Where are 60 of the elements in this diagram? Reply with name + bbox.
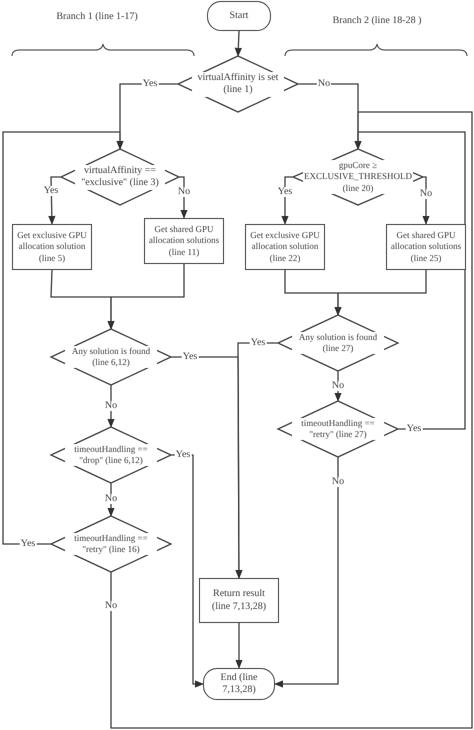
branch-label: Branch 1 (line 1-17) bbox=[55, 10, 139, 23]
decision-diamond bbox=[51, 329, 171, 385]
process-box bbox=[12, 224, 92, 270]
arrow bbox=[235, 623, 243, 669]
edge-label: Yes bbox=[276, 187, 294, 197]
edge-label: No bbox=[330, 381, 346, 391]
edge-label: Yes bbox=[406, 424, 422, 434]
node-text: Start bbox=[230, 10, 248, 22]
decision-diamond bbox=[51, 427, 171, 483]
node-text: timeoutHandling == "retry" (line 16) bbox=[65, 532, 157, 556]
arrow bbox=[422, 176, 430, 225]
process-box bbox=[386, 224, 466, 270]
decision-diamond bbox=[51, 516, 171, 572]
node-text: gpuCore ≥ EXCLUSIVE_THRESHOLD (line 20) bbox=[303, 160, 413, 194]
arrow bbox=[179, 176, 188, 219]
edge-label: Yes bbox=[250, 338, 266, 348]
node-text: Any solution is found (line 27) bbox=[292, 332, 384, 354]
edge-label: Yes bbox=[182, 352, 198, 362]
node-text: Get shared GPU allocation solutions (line 25) bbox=[390, 230, 462, 264]
edge-label: Yes bbox=[20, 539, 36, 549]
terminal-shape bbox=[207, 1, 271, 31]
process-box bbox=[144, 218, 224, 264]
edge-label: Yes bbox=[142, 79, 158, 89]
edge-label: No bbox=[418, 189, 434, 199]
arrow bbox=[171, 454, 204, 688]
branch-label: Branch 2 (line 18-28 ) bbox=[332, 14, 422, 27]
arrow bbox=[334, 270, 427, 316]
arrow bbox=[235, 342, 278, 579]
node-text: timeoutHandling == "drop" (line 6,12) bbox=[65, 444, 157, 466]
edge-label: No bbox=[330, 477, 346, 487]
node-text: Get shared GPU allocation solutions (line 11) bbox=[148, 224, 220, 258]
node-text: Any solution is found (line 6,12) bbox=[65, 346, 157, 368]
edge-label: No bbox=[104, 494, 118, 504]
edge-label: No bbox=[316, 79, 332, 89]
terminal-shape bbox=[203, 668, 275, 700]
edge-label: Yes bbox=[174, 450, 192, 460]
process-box bbox=[199, 578, 279, 623]
arrow bbox=[2, 131, 124, 545]
node-text: Get exclusive GPU allocation solution (line 22) bbox=[249, 230, 321, 264]
edge-label: No bbox=[176, 187, 192, 197]
node-text: Get exclusive GPU allocation solution (line 5) bbox=[16, 230, 88, 264]
decision-diamond bbox=[278, 401, 398, 457]
node-text: virtualAffinity == "exclusive" (line 3) bbox=[75, 164, 165, 190]
decision-diamond bbox=[178, 56, 298, 112]
node-text: timeoutHandling == "retry" (line 27) bbox=[292, 418, 384, 440]
decision-diamond bbox=[278, 315, 398, 371]
arrow bbox=[274, 457, 339, 688]
process-box bbox=[245, 224, 325, 270]
decision-diamond bbox=[61, 149, 179, 205]
edge-label: No bbox=[104, 401, 118, 411]
edge-label: Yes bbox=[42, 186, 60, 196]
arrow bbox=[107, 264, 185, 330]
node-text: Return result (line 7,13,28) bbox=[210, 588, 268, 613]
arrow bbox=[110, 111, 473, 729]
edge-label: No bbox=[104, 601, 118, 611]
arrow bbox=[48, 176, 61, 225]
arrow bbox=[234, 30, 242, 57]
node-text: End (line 7,13,28) bbox=[220, 672, 258, 696]
arrow bbox=[281, 176, 293, 225]
node-text: virtualAffinity is set (line 1) bbox=[192, 72, 284, 96]
